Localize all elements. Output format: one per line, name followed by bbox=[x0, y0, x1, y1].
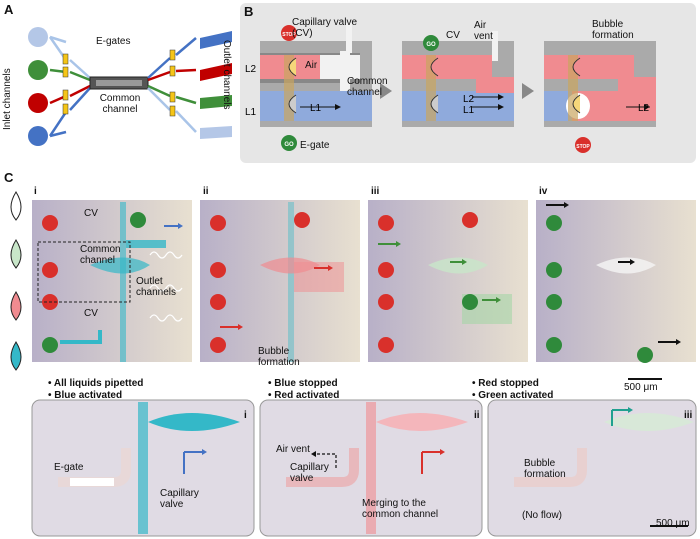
egates-label: E-gates bbox=[96, 36, 131, 47]
panel-b-label: B bbox=[244, 4, 254, 19]
cv-label: Capillary valve (CV) bbox=[292, 17, 358, 39]
panel-a-diagram bbox=[28, 27, 232, 146]
outlet-blue bbox=[200, 31, 232, 49]
inlet-blue bbox=[28, 126, 48, 146]
outlet-light-blue bbox=[200, 126, 232, 139]
svg-text:STOP: STOP bbox=[576, 144, 590, 150]
svg-text:L2: L2 bbox=[638, 103, 650, 114]
panel-b-diagram: L1 L2 L1 STOP GO GO L2 L1 bbox=[245, 23, 656, 153]
scale-top-label: 500 μm bbox=[624, 382, 658, 393]
inlet-channels-label: Inlet channels bbox=[2, 68, 13, 130]
common-channel-c-label: Common channel bbox=[80, 244, 121, 266]
cv-top-label: CV bbox=[84, 208, 98, 219]
air-vent-c-label: Air vent bbox=[276, 444, 310, 455]
roman-iv: iv bbox=[539, 186, 548, 197]
inlet-green bbox=[28, 60, 48, 80]
step-1: • All liquids pipetted • Blue activated bbox=[48, 378, 144, 401]
svg-text:L1: L1 bbox=[463, 105, 475, 116]
zoom-roman-i: i bbox=[244, 410, 247, 421]
capillary-valve-c-label: Capillary valve bbox=[160, 488, 199, 510]
outlet-red bbox=[200, 63, 232, 81]
no-flow-label: (No flow) bbox=[522, 510, 563, 521]
stage-3: L2 STOP bbox=[544, 41, 656, 153]
roman-i: i bbox=[34, 186, 37, 197]
svg-text:STOP: STOP bbox=[282, 32, 296, 38]
outlet-channels-c-label: Outlet channels bbox=[136, 276, 177, 298]
common-channel-b-label: Common channel bbox=[347, 76, 388, 98]
micrograph-row bbox=[32, 200, 696, 363]
step-2: • Blue stopped • Red activated bbox=[268, 378, 340, 401]
bubble-formation-c2-label: Bubble formation bbox=[524, 458, 566, 480]
roman-ii: ii bbox=[203, 186, 209, 197]
inlet-red bbox=[28, 93, 48, 113]
stage-1: L1 L2 L1 STOP GO bbox=[245, 23, 372, 151]
panel-c-label: C bbox=[4, 170, 14, 185]
outlet-channels-label: Outlet channels bbox=[221, 40, 232, 110]
cv-short-label: CV bbox=[446, 30, 460, 41]
label-l2-a: L2 bbox=[245, 64, 257, 75]
outlet-green bbox=[200, 95, 232, 109]
egate-b-label: E-gate bbox=[300, 140, 330, 151]
merging-label: Merging to the common channel bbox=[362, 498, 439, 520]
cv-bottom-label: CV bbox=[84, 308, 98, 319]
roman-iii: iii bbox=[371, 186, 380, 197]
panel-a-label: A bbox=[4, 2, 14, 17]
scale-bar-top bbox=[628, 378, 662, 380]
air-label: Air bbox=[305, 60, 318, 71]
stage-2: GO L2 L1 bbox=[402, 31, 514, 127]
svg-text:L1: L1 bbox=[245, 107, 257, 118]
zoom-row bbox=[31, 399, 697, 537]
capillary-valve-c2-label: Capillary valve bbox=[290, 462, 329, 484]
svg-text:GO: GO bbox=[426, 42, 436, 48]
zoom-roman-ii: ii bbox=[474, 410, 480, 421]
egate-c-label: E-gate bbox=[54, 462, 84, 473]
air-vent-label: Air vent bbox=[474, 20, 493, 42]
svg-text:L1: L1 bbox=[310, 103, 322, 114]
svg-text:GO: GO bbox=[284, 142, 294, 148]
step-3: • Red stopped • Green activated bbox=[472, 378, 554, 401]
bubble-formation-c-label: Bubble formation bbox=[258, 346, 300, 368]
common-channel-label: Common channel bbox=[99, 93, 141, 115]
droplet-legend bbox=[10, 191, 22, 371]
bubble-formation-b-label: Bubble formation bbox=[592, 19, 634, 41]
svg-text:L2: L2 bbox=[463, 94, 475, 105]
inlet-light-blue bbox=[28, 27, 48, 47]
zoom-roman-iii: iii bbox=[684, 410, 693, 421]
scale-bottom-label: 500 μm bbox=[656, 518, 690, 529]
